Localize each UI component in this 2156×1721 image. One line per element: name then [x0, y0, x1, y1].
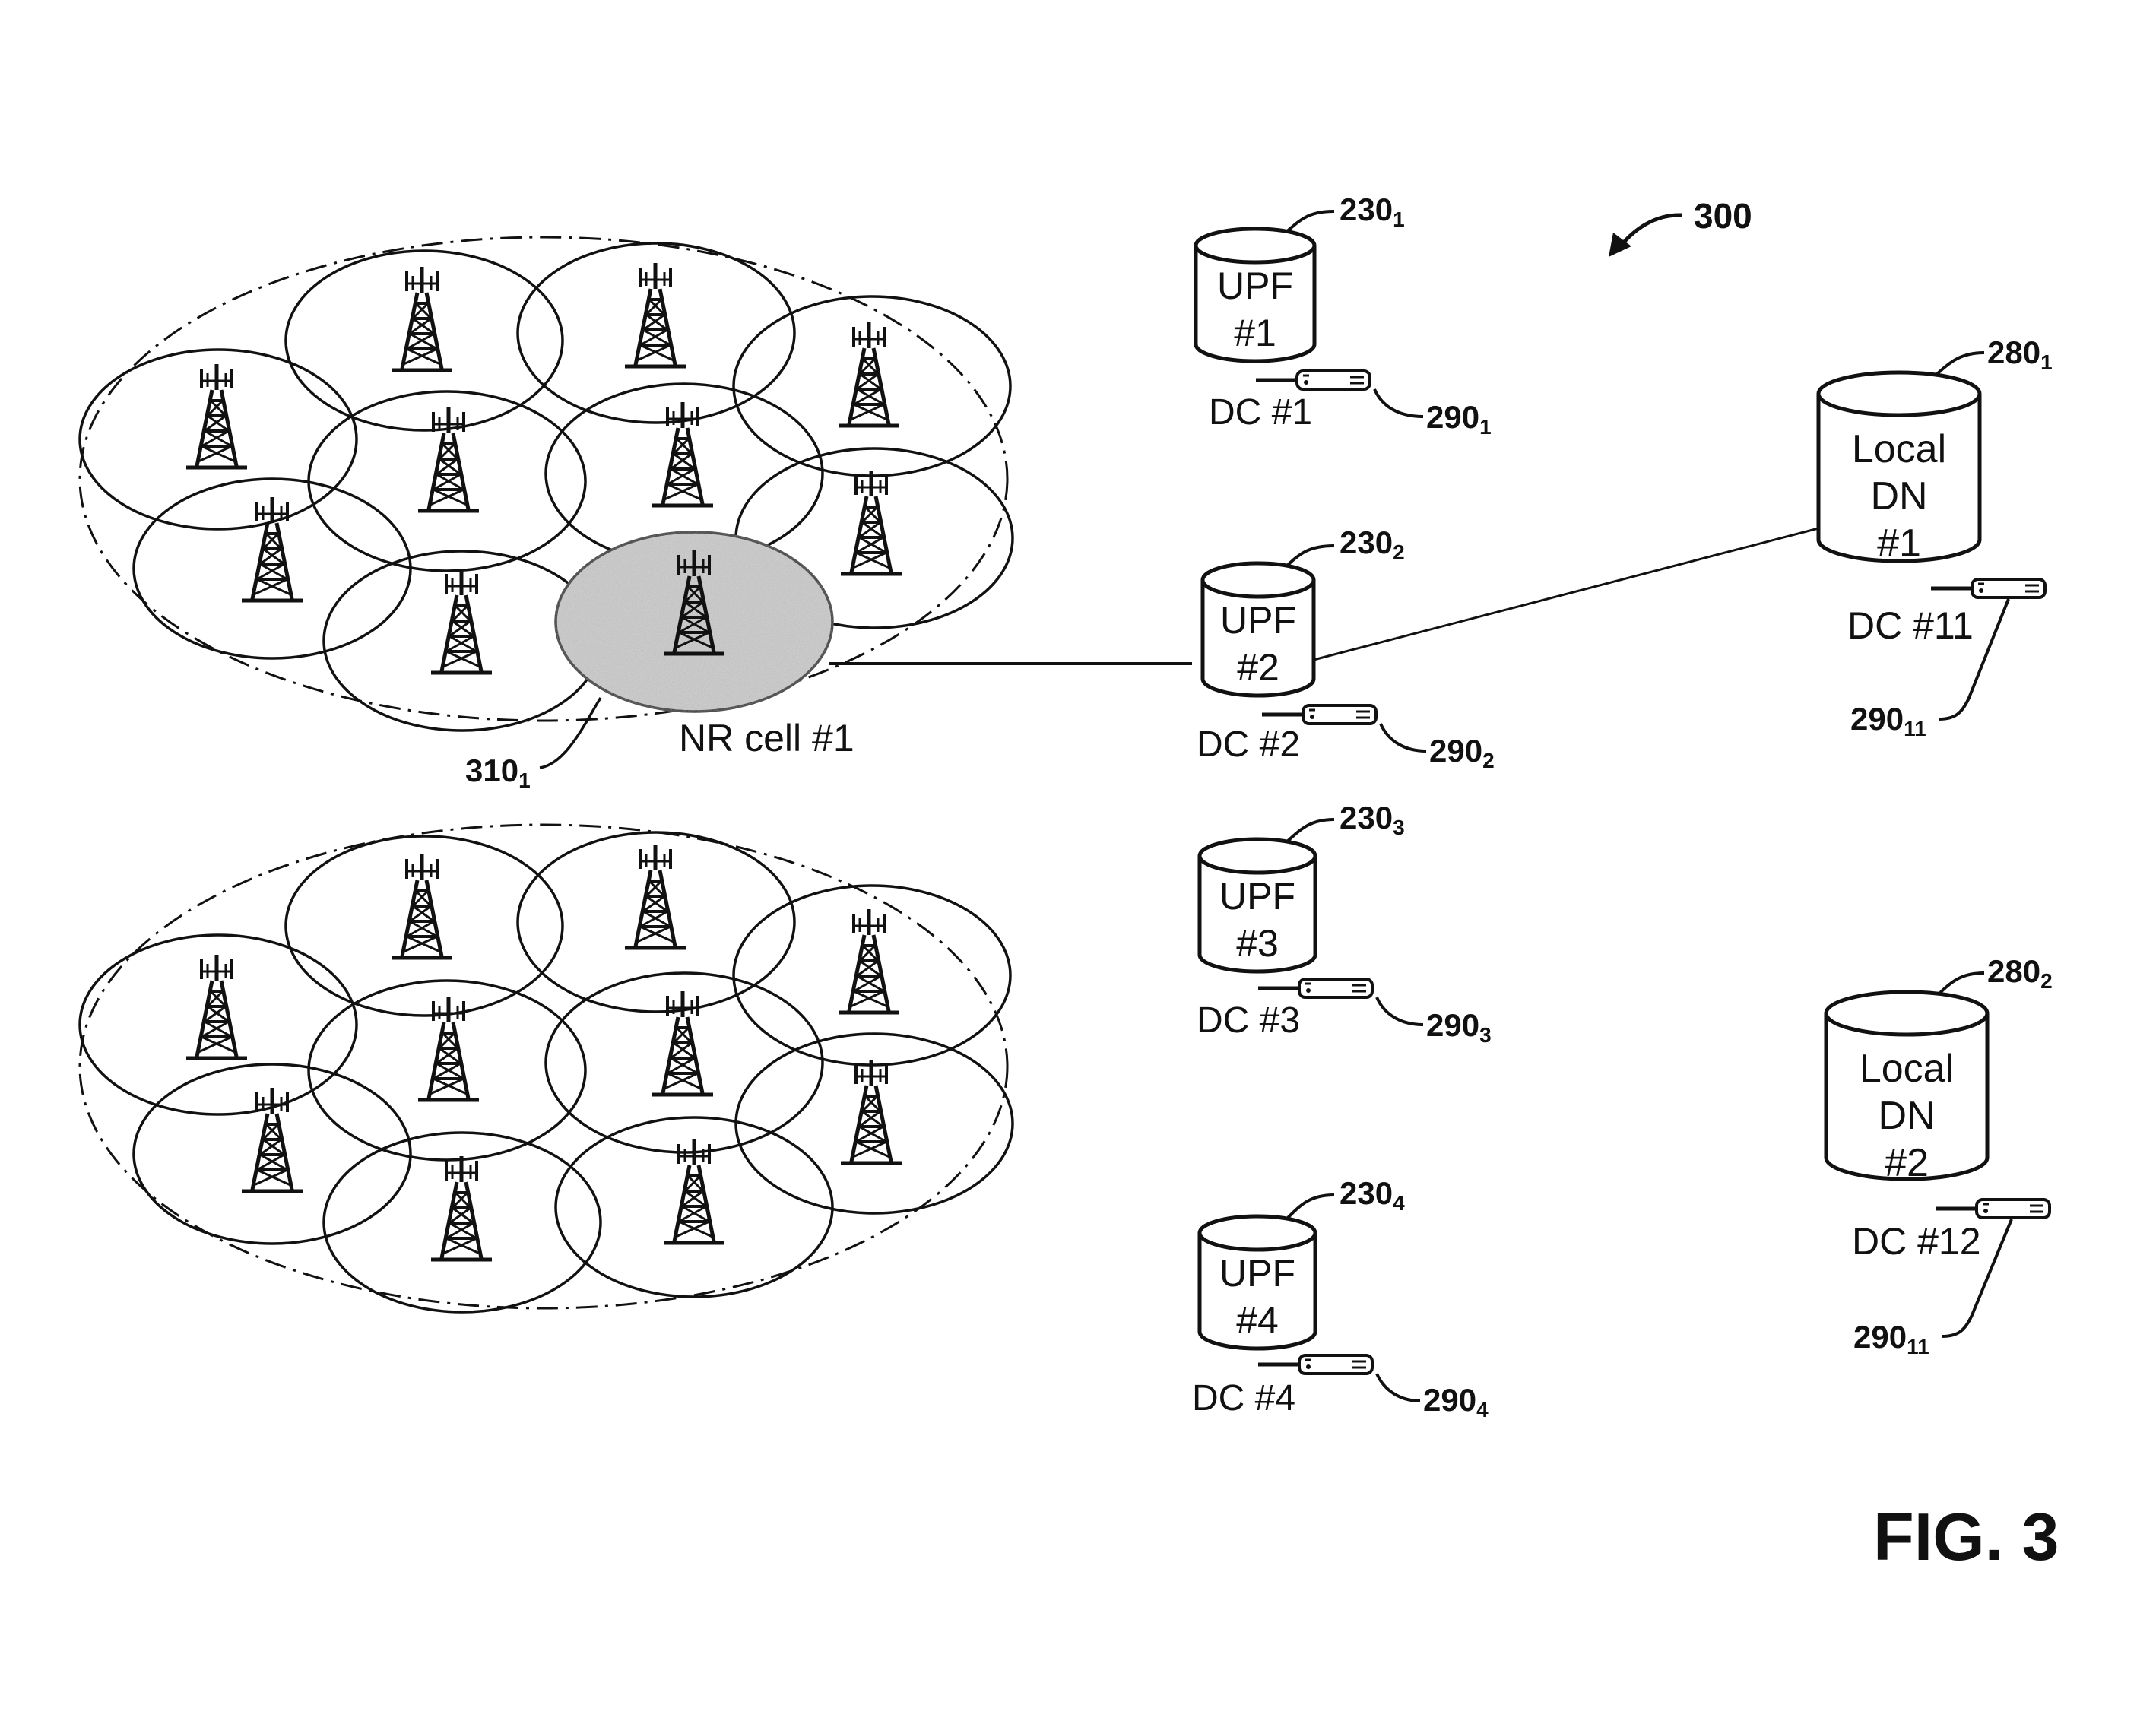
- ref-number: 310: [465, 753, 518, 788]
- cell-tower-icon: [625, 845, 686, 948]
- database-cylinder-icon: [1816, 394, 1982, 563]
- cell-coverage: [307, 979, 587, 1162]
- dc-probe-icon: [1258, 1355, 1372, 1374]
- ref-leader-line: [539, 697, 602, 769]
- cluster-boundary: [78, 236, 1009, 722]
- local-dn-label-line2: DN: [1870, 474, 1927, 518]
- cell-coverage: [554, 1116, 834, 1298]
- upf-label-line1: UPF: [1219, 875, 1295, 918]
- nr-cell-label: NR cell #1: [679, 717, 854, 759]
- local-dn-ref: 2802: [1987, 953, 2053, 993]
- cell-coverage: [516, 831, 796, 1013]
- cell-tower-icon: [431, 1156, 492, 1260]
- dc-label: DC #3: [1197, 1000, 1300, 1041]
- upf-label-line2: #1: [1234, 312, 1276, 354]
- upf-ref: 2304: [1340, 1175, 1405, 1215]
- cell-coverage: [322, 1131, 602, 1314]
- cell-coverage: [78, 933, 358, 1116]
- dc-label: DC #1: [1209, 392, 1312, 433]
- cell-tower-icon: [186, 955, 247, 1058]
- dc-ref: 2902: [1429, 733, 1495, 772]
- figure-ref-number: 300: [1694, 196, 1752, 236]
- upf-label-line2: #3: [1236, 922, 1279, 965]
- upf-label-line2: #2: [1237, 646, 1279, 689]
- dc-label: DC #11: [1847, 604, 1974, 647]
- cell-coverage: [78, 348, 358, 531]
- dc-label: DC #4: [1192, 1378, 1295, 1418]
- dc-probe-icon: [1931, 579, 2045, 597]
- local-dn-label-line2: DN: [1878, 1094, 1935, 1138]
- upf-ref: 2302: [1340, 525, 1405, 564]
- cell-tower-icon: [392, 854, 452, 958]
- cell-tower-icon: [839, 909, 899, 1013]
- figure-ref: 300: [1609, 196, 1752, 257]
- cluster-boundary: [78, 823, 1009, 1310]
- dc-label: DC #2: [1197, 724, 1300, 765]
- nr-cell-1-coverage: [554, 531, 834, 713]
- figure-ref-arrowhead: [1609, 233, 1631, 257]
- upf-label-line1: UPF: [1219, 1252, 1295, 1295]
- cell-tower-icon: [242, 1088, 303, 1191]
- dc-probe-icon: [1256, 371, 1370, 389]
- local-dn-1: Local DN #1 2801 DC #11 29011: [1816, 334, 2053, 740]
- cell-tower-icon: [625, 263, 686, 366]
- cell-tower-icon: [839, 322, 899, 426]
- dc-ref: 29011: [1850, 701, 1926, 740]
- database-cylinder-icon: [1200, 580, 1316, 698]
- ref-subscript: 1: [518, 769, 531, 792]
- cell-coverage: [516, 242, 796, 424]
- cell-cluster-2: [78, 823, 1014, 1314]
- local-dn-label-line3: #1: [1877, 521, 1921, 566]
- upf-label-line2: #4: [1236, 1299, 1279, 1342]
- dc-ref: 2901: [1426, 399, 1492, 439]
- cell-tower-icon: [242, 497, 303, 601]
- dc-probe-icon: [1262, 705, 1376, 724]
- cell-tower-icon: [841, 471, 902, 574]
- database-cylinder-icon: [1197, 1233, 1317, 1351]
- cell-tower-icon: [431, 569, 492, 673]
- local-dn-2: Local DN #2 2802 DC #12 29011: [1824, 953, 2053, 1358]
- cell-tower-icon: [664, 1139, 724, 1243]
- database-cylinder-icon: [1194, 246, 1317, 363]
- cell-coverage: [284, 835, 564, 1017]
- upf-1: UPF #1 2301 DC #1 2901: [1194, 192, 1492, 439]
- cell-coverage: [132, 477, 412, 660]
- dc-ref: 2904: [1423, 1382, 1489, 1421]
- dc-probe-icon: [1936, 1200, 2050, 1218]
- dc-ref: 2903: [1426, 1007, 1492, 1047]
- dc-probe-icon: [1258, 979, 1372, 997]
- cell-coverage: [734, 1032, 1014, 1215]
- cell-tower-icon: [418, 997, 479, 1100]
- upf-ref: 2301: [1340, 192, 1405, 231]
- dc-ref: 29011: [1853, 1319, 1929, 1358]
- local-dn-label-line1: Local: [1852, 427, 1946, 471]
- cell-coverage: [284, 249, 564, 432]
- upf-ref: 2303: [1340, 800, 1405, 839]
- cell-cluster-1: NR cell #1 3101: [78, 236, 1014, 792]
- upf-3: UPF #3 2303 DC #3 2903: [1197, 800, 1492, 1047]
- link-upf-2-to-local-dn-1: [1313, 527, 1819, 661]
- upf-4: UPF #4 2304 DC #4 2904: [1192, 1175, 1489, 1421]
- database-cylinder-icon: [1197, 856, 1317, 974]
- local-dn-label-line1: Local: [1860, 1047, 1954, 1091]
- figure-caption: FIG. 3: [1873, 1499, 2059, 1574]
- upf-label-line1: UPF: [1217, 265, 1293, 307]
- cell-tower-icon: [841, 1060, 902, 1163]
- cell-tower-icon: [186, 364, 247, 467]
- dc-label: DC #12: [1852, 1220, 1981, 1263]
- cell-tower-icon: [418, 407, 479, 511]
- nr-cell-ref: 3101: [465, 753, 531, 792]
- upf-2: UPF #2 2302 DC #2 2902: [1197, 525, 1495, 772]
- local-dn-ref: 2801: [1987, 334, 2053, 374]
- cell-coverage: [132, 1063, 412, 1245]
- database-cylinder-icon: [1824, 1013, 1990, 1181]
- upf-label-line1: UPF: [1220, 599, 1296, 642]
- cell-tower-icon: [392, 267, 452, 370]
- local-dn-label-line3: #2: [1885, 1141, 1929, 1185]
